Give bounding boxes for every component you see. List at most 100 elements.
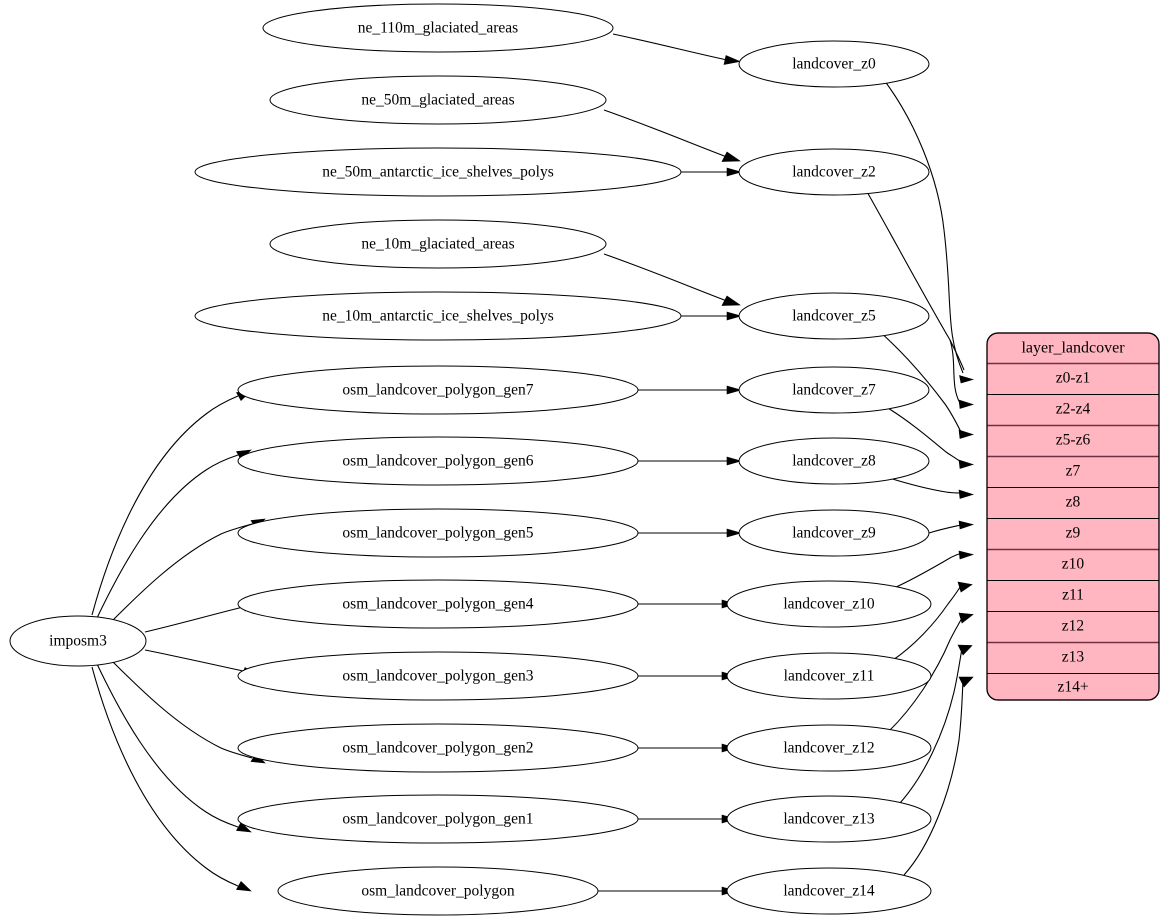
table-row-z10[interactable]: z10 <box>987 550 1159 581</box>
edge-ne110-to-z0 <box>612 33 728 61</box>
edge-imposm3-to-gen7 <box>91 395 239 616</box>
arrowhead-imposm3-gen1 <box>236 822 252 833</box>
node-shape[interactable] <box>237 579 639 629</box>
node-ne-10m-glaciated-areas[interactable]: ne_10m_glaciated_areas <box>269 219 607 269</box>
node-landcover-z14[interactable]: landcover_z14 <box>726 867 932 915</box>
node-ne-50m-antarctic-ice-shelves-polys[interactable]: ne_50m_antarctic_ice_shelves_polys <box>194 147 682 197</box>
node-osm-landcover-polygon-gen1[interactable]: osm_landcover_polygon_gen1 <box>237 794 639 844</box>
table-row-z7[interactable]: z7 <box>987 457 1159 488</box>
osm-node-group: osm_landcover_polygon_gen7 osm_landcover… <box>237 365 639 916</box>
node-shape[interactable] <box>237 723 639 773</box>
node-shape[interactable] <box>738 437 930 485</box>
edge-imposm3-to-polygon <box>91 666 239 887</box>
node-shape[interactable] <box>738 40 930 88</box>
node-osm-landcover-polygon-gen4[interactable]: osm_landcover_polygon_gen4 <box>237 579 639 629</box>
node-shape[interactable] <box>194 291 682 341</box>
node-shape[interactable] <box>726 724 932 772</box>
node-osm-landcover-polygon-gen5[interactable]: osm_landcover_polygon_gen5 <box>237 508 639 558</box>
row-label: z2-z4 <box>1056 401 1091 418</box>
node-shape[interactable] <box>726 795 932 843</box>
arrowhead-z8-row5 <box>958 489 974 499</box>
node-landcover-z12[interactable]: landcover_z12 <box>726 724 932 772</box>
arrowhead-z0-row1 <box>959 375 975 384</box>
node-label: landcover_z9 <box>792 525 876 542</box>
edge-imposm3-to-gen4 <box>144 606 244 633</box>
node-shape[interactable] <box>738 292 930 340</box>
node-shape[interactable] <box>9 615 147 667</box>
table-row-z12[interactable]: z12 <box>987 612 1159 643</box>
table-row-z13[interactable]: z13 <box>987 643 1159 674</box>
arrowhead-gen6-z8 <box>726 456 743 466</box>
table-row-z11[interactable]: z11 <box>987 581 1159 612</box>
edge-z0-to-row-z0z1 <box>883 79 964 374</box>
node-landcover-z9[interactable]: landcover_z9 <box>738 509 930 557</box>
node-label: landcover_z8 <box>792 453 876 470</box>
node-ne-50m-glaciated-areas[interactable]: ne_50m_glaciated_areas <box>269 75 607 125</box>
edge-z5-to-row-z5z6 <box>879 331 962 433</box>
arrowhead-z7-row4 <box>958 459 974 469</box>
edge-imposm3-to-gen1 <box>96 663 239 828</box>
node-landcover-z10[interactable]: landcover_z10 <box>726 580 932 628</box>
layer-landcover-table[interactable]: layer_landcover z0-z1 z2-z4 z5-z6 z7 <box>986 332 1160 701</box>
node-osm-landcover-polygon[interactable]: osm_landcover_polygon <box>277 866 599 916</box>
arrowhead-z11-row8 <box>957 581 973 593</box>
node-shape[interactable] <box>738 366 930 414</box>
row-label: z0-z1 <box>1056 370 1090 387</box>
node-label: osm_landcover_polygon_gen5 <box>342 525 533 542</box>
node-landcover-z5[interactable]: landcover_z5 <box>738 292 930 340</box>
natural-earth-node-group: ne_110m_glaciated_areas ne_50m_glaciated… <box>194 3 682 341</box>
edge-ne10glac-to-z5 <box>603 253 728 302</box>
node-ne-110m-glaciated-areas[interactable]: ne_110m_glaciated_areas <box>262 3 614 53</box>
node-shape[interactable] <box>237 508 639 558</box>
edge-imposm3-to-gen3 <box>144 649 244 672</box>
table-row-z2-z4[interactable]: z2-z4 <box>987 395 1159 426</box>
node-osm-landcover-polygon-gen3[interactable]: osm_landcover_polygon_gen3 <box>237 651 639 701</box>
row-label: z7 <box>1066 463 1081 480</box>
edge-z2-to-row-z2z4-b <box>949 339 961 404</box>
edge-z13-to-row-z13 <box>899 647 963 804</box>
table-row-z9[interactable]: z9 <box>987 519 1159 550</box>
node-label: landcover_z14 <box>783 883 874 900</box>
edge-z14-to-row-z14plus <box>903 680 964 876</box>
node-osm-landcover-polygon-gen7[interactable]: osm_landcover_polygon_gen7 <box>237 365 639 415</box>
row-label: z12 <box>1062 618 1084 635</box>
node-shape[interactable] <box>237 794 639 844</box>
node-shape[interactable] <box>237 651 639 701</box>
node-label: ne_10m_antarctic_ice_shelves_polys <box>322 308 554 325</box>
node-ne-10m-antarctic-ice-shelves-polys[interactable]: ne_10m_antarctic_ice_shelves_polys <box>194 291 682 341</box>
node-landcover-z13[interactable]: landcover_z13 <box>726 795 932 843</box>
node-shape[interactable] <box>726 580 932 628</box>
node-landcover-z7[interactable]: landcover_z7 <box>738 366 930 414</box>
table-row-z8[interactable]: z8 <box>987 488 1159 519</box>
table-row-z5-z6[interactable]: z5-z6 <box>987 426 1159 457</box>
table-header-label: layer_landcover <box>1021 340 1125 357</box>
arrowhead-z5-row3 <box>958 429 974 439</box>
node-shape[interactable] <box>194 147 682 197</box>
node-landcover-z11[interactable]: landcover_z11 <box>726 652 932 700</box>
node-shape[interactable] <box>262 3 614 53</box>
node-osm-landcover-polygon-gen2[interactable]: osm_landcover_polygon_gen2 <box>237 723 639 773</box>
arrowhead-ne110-z0 <box>723 55 742 65</box>
arrowhead-z12-row9 <box>958 612 974 624</box>
node-landcover-z2[interactable]: landcover_z2 <box>738 148 930 196</box>
arrowhead-gen5-z9 <box>726 528 743 538</box>
node-shape[interactable] <box>726 652 932 700</box>
arrowhead-z14-row11 <box>958 676 974 688</box>
table-row-z0-z1[interactable]: z0-z1 <box>987 364 1159 395</box>
node-shape[interactable] <box>738 148 930 196</box>
edge-z9-to-row-z9 <box>928 524 962 534</box>
node-shape[interactable] <box>277 866 599 916</box>
node-label: osm_landcover_polygon_gen7 <box>342 382 533 399</box>
table-row-z14-plus[interactable]: z14+ <box>987 674 1159 700</box>
node-shape[interactable] <box>726 867 932 915</box>
node-shape[interactable] <box>237 436 639 486</box>
node-shape[interactable] <box>738 509 930 557</box>
node-osm-landcover-polygon-gen6[interactable]: osm_landcover_polygon_gen6 <box>237 436 639 486</box>
node-shape[interactable] <box>237 365 639 415</box>
node-shape[interactable] <box>269 75 607 125</box>
node-landcover-z0[interactable]: landcover_z0 <box>738 40 930 88</box>
edge-imposm3-to-gen2 <box>110 659 253 759</box>
node-landcover-z8[interactable]: landcover_z8 <box>738 437 930 485</box>
node-imposm3[interactable]: imposm3 <box>9 615 147 667</box>
node-shape[interactable] <box>269 219 607 269</box>
